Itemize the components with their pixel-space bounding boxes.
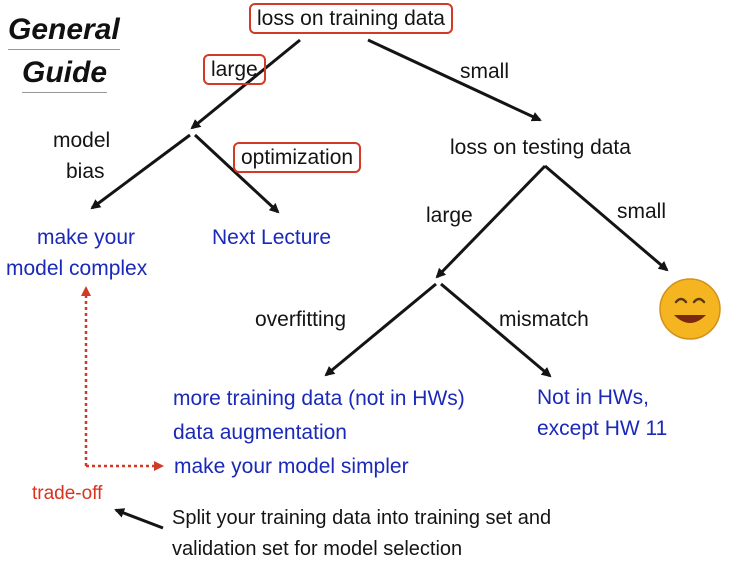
- smiley-icon: [659, 278, 721, 340]
- label-mismatch: mismatch: [499, 308, 589, 331]
- outcome-not-in-hws: Not in HWs,: [537, 386, 650, 409]
- edge-root-small: [367, 38, 542, 122]
- outcome-more-data: more training data (not in HWs): [173, 387, 465, 410]
- outcome-augmentation: data augmentation: [173, 421, 347, 444]
- edge-mismatch: [440, 282, 552, 378]
- edge-test-small: [544, 164, 669, 272]
- edge-large-modelbias: [90, 133, 191, 210]
- outcome-next-lecture: Next Lecture: [212, 226, 332, 249]
- label-trade-off: trade-off: [32, 483, 103, 504]
- node-loss-testing: loss on testing data: [450, 136, 631, 159]
- note-arrow: [114, 508, 164, 530]
- outcome-except-hw11: except HW 11: [537, 417, 668, 440]
- note-line-1: Split your training data into training s…: [172, 507, 552, 529]
- edge-overfitting: [324, 282, 437, 377]
- label-large-top: large: [203, 54, 266, 85]
- node-loss-training: loss on training data: [249, 3, 453, 34]
- node-optimization: optimization: [233, 142, 362, 173]
- note-line-2: validation set for model selection: [172, 538, 463, 560]
- edge-test-large: [435, 164, 547, 279]
- label-small-test: small: [617, 200, 667, 223]
- outcome-simpler: make your model simpler: [174, 455, 409, 478]
- label-model: model: [53, 129, 111, 152]
- outcome-model-complex: model complex: [6, 257, 148, 280]
- label-bias: bias: [66, 160, 105, 183]
- label-small-top: small: [460, 60, 510, 83]
- title-general: General: [8, 15, 120, 50]
- title-guide: Guide: [22, 58, 108, 93]
- label-overfitting: overfitting: [255, 308, 347, 331]
- outcome-make-your: make your: [36, 226, 136, 249]
- label-large-test: large: [426, 204, 473, 227]
- edge-large-optimization: [193, 133, 280, 214]
